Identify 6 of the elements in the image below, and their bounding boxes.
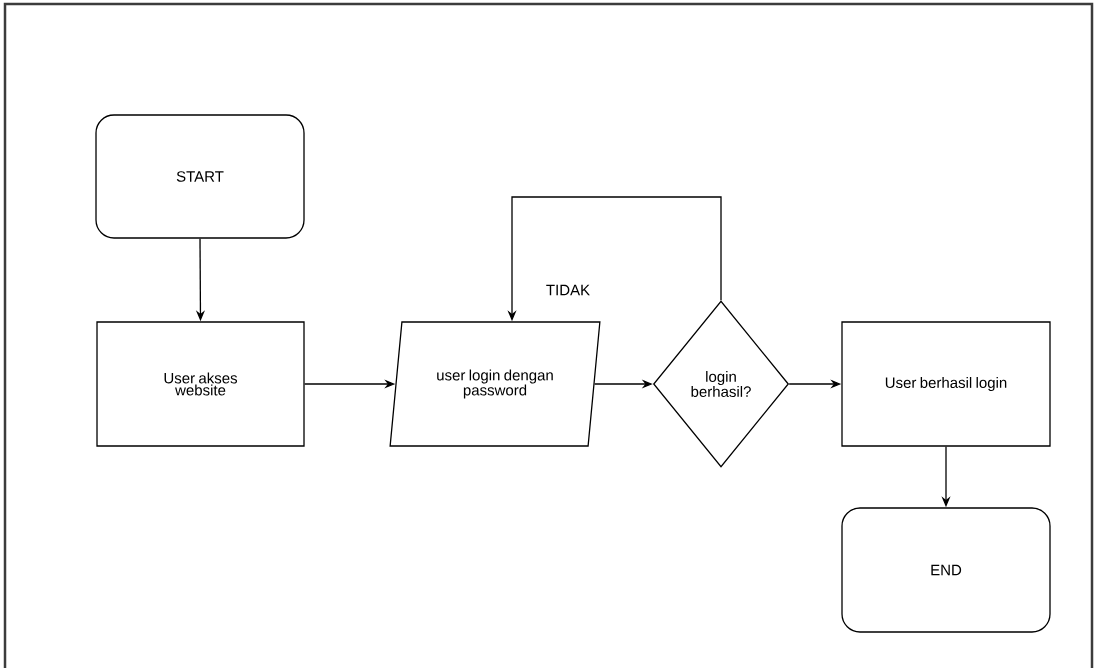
edge-label: TIDAK (543, 282, 593, 298)
process-box: User berhasil login (841, 321, 1051, 447)
end-terminal: END (841, 507, 1051, 633)
start-terminal: START (95, 114, 305, 239)
process-box: User akses website (96, 321, 305, 447)
input-parallelogram: user login dengan password (389, 321, 601, 447)
